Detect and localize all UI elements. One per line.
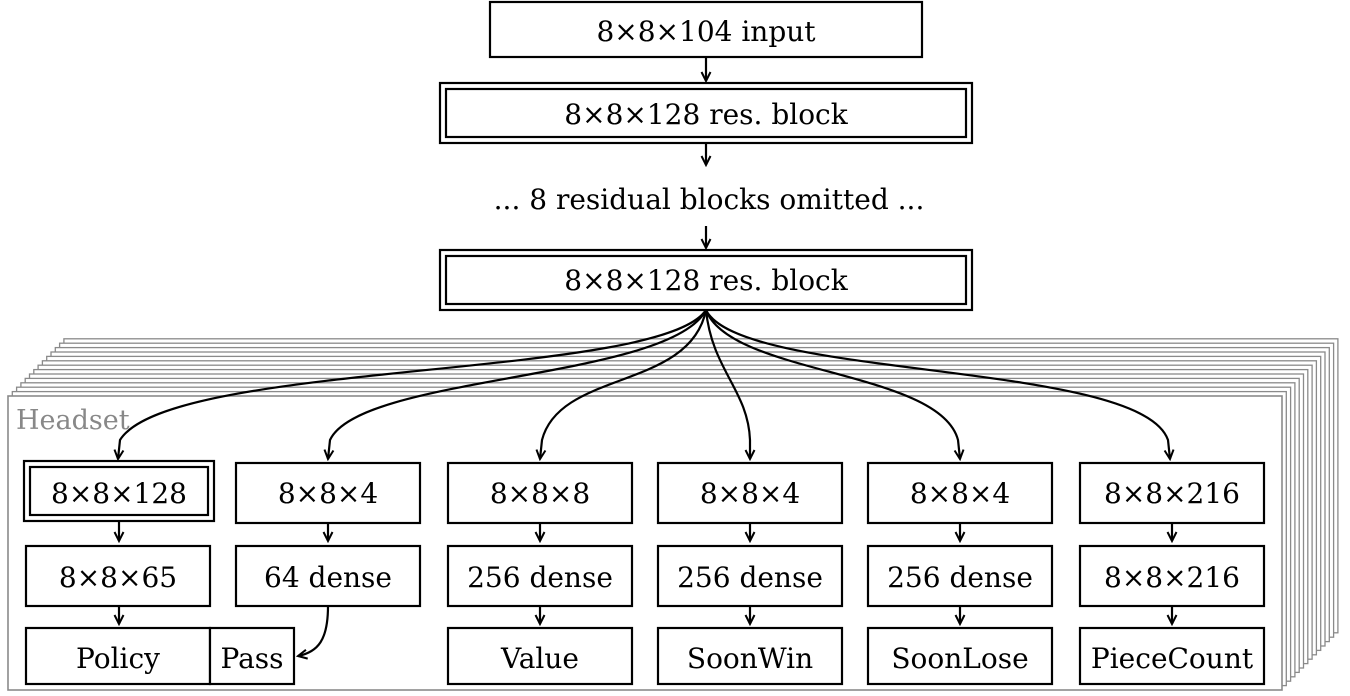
head-layer1-label: 8×8×216 [1104, 477, 1240, 510]
omitted-blocks-text: ... 8 residual blocks omitted ... [494, 183, 925, 216]
head-layer2-label: 256 dense [467, 561, 613, 594]
res-block-last-label: 8×8×128 res. block [564, 264, 848, 297]
headset-label: Headset [16, 405, 130, 436]
head-soonlose: 8×8×4 256 dense SoonLose [866, 461, 1054, 686]
head-value: 8×8×8 256 dense Value [446, 461, 634, 686]
head-layer1-label: 8×8×4 [700, 477, 800, 510]
head-policy: 8×8×128 8×8×65 Policy [22, 459, 216, 686]
head-output-label: PieceCount [1091, 642, 1254, 675]
head-layer1-label: 8×8×128 [51, 477, 187, 510]
head-layer2-label: 256 dense [887, 561, 1033, 594]
res-block-first-node: 8×8×128 res. block [438, 81, 974, 145]
edge-trunk-to-piececount-head [705, 309, 1170, 459]
res-block-last-node: 8×8×128 res. block [438, 248, 974, 312]
head-layer2-label: 8×8×216 [1104, 561, 1240, 594]
head-layer2-label: 8×8×65 [59, 561, 177, 594]
edge-trunk-to-policy-head [118, 309, 707, 459]
edge-trunk-to-value-head [540, 309, 708, 459]
head-layer1-label: 8×8×4 [278, 477, 378, 510]
head-soonwin: 8×8×4 256 dense SoonWin [656, 461, 844, 686]
head-piececount: 8×8×216 8×8×216 PieceCount [1078, 461, 1266, 686]
head-layer2-label: 256 dense [677, 561, 823, 594]
head-layer1-label: 8×8×4 [910, 477, 1010, 510]
input-label: 8×8×104 input [596, 15, 816, 48]
head-layer2-label: 64 dense [264, 561, 392, 594]
edge-trunk-to-soonlose-head [704, 309, 960, 459]
head-layer1-label: 8×8×8 [490, 477, 590, 510]
head-output-label: SoonLose [891, 642, 1028, 675]
edge-trunk-to-soonwin-head [704, 309, 750, 459]
head-pass: 8×8×4 64 dense Pass [208, 461, 422, 686]
edge-trunk-to-pass-head [328, 309, 707, 459]
head-output-label: Pass [220, 642, 283, 675]
res-block-first-label: 8×8×128 res. block [564, 98, 848, 131]
head-output-label: Value [500, 642, 579, 675]
head-output-label: SoonWin [687, 642, 813, 675]
input-node: 8×8×104 input [488, 0, 924, 59]
head-output-label: Policy [76, 642, 160, 675]
